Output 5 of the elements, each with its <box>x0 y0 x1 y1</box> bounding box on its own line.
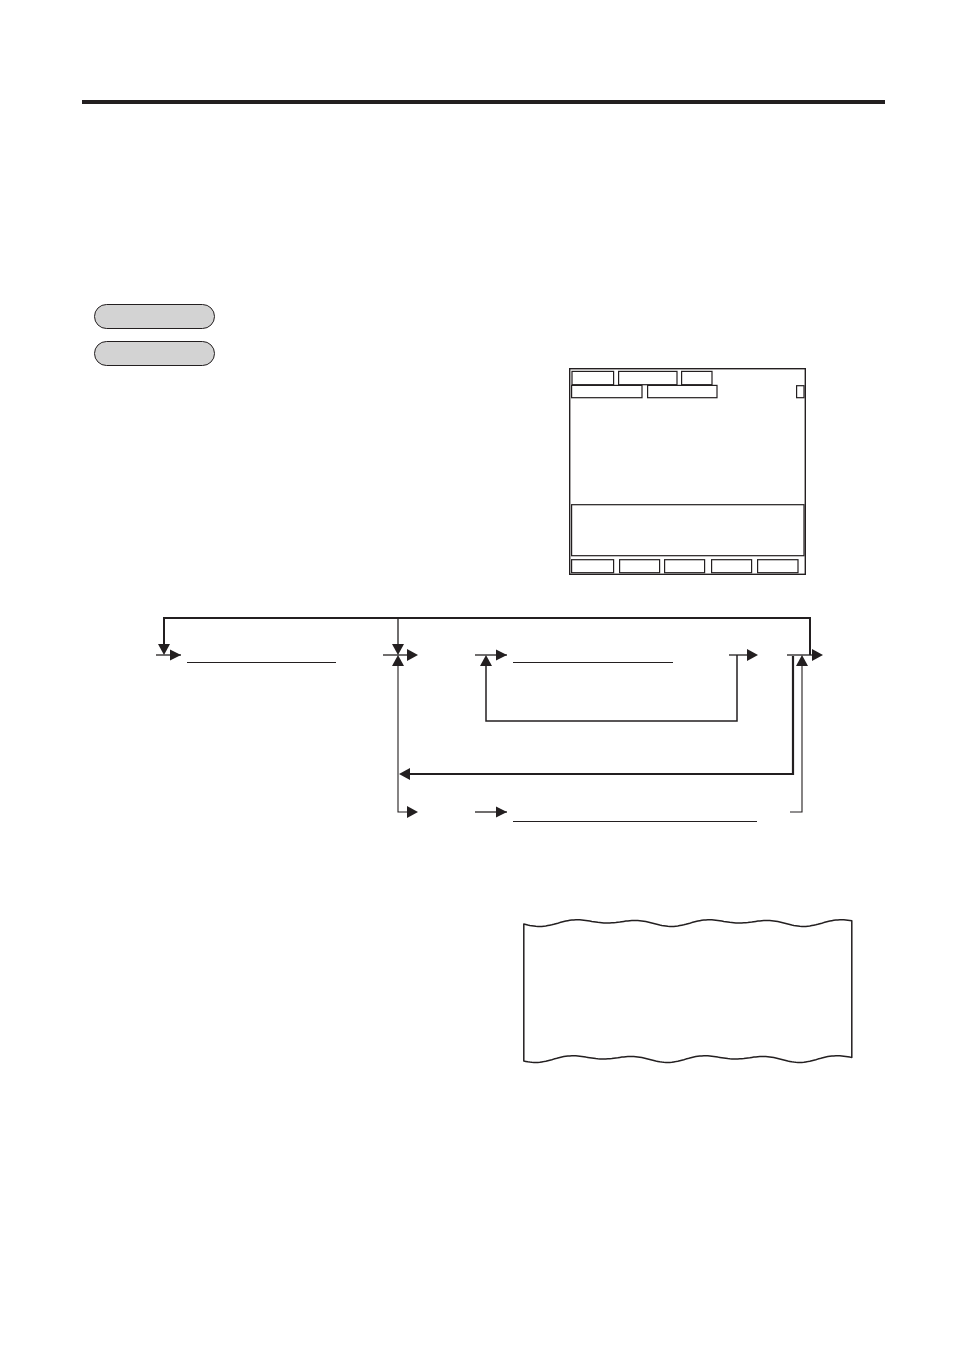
display-screen-drawing <box>569 368 806 575</box>
key-pill <box>94 304 215 329</box>
key-pill <box>94 341 215 366</box>
receipt-slip <box>523 916 853 1065</box>
fill-in-line <box>513 821 757 823</box>
